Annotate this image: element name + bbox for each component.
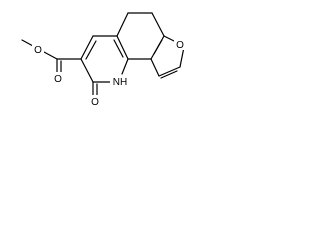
furan-oxygen-label: O	[176, 40, 184, 51]
atom-ring-nitrogen: NH	[110, 75, 130, 88]
ester-ether-oxygen-label: O	[34, 45, 42, 56]
ring-nitrogen-label: NH	[113, 77, 127, 88]
bond-c3-c2	[80, 58, 94, 83]
atom-lactam-oxygen: O	[89, 95, 101, 108]
bond-c5-c5a	[151, 12, 165, 37]
bonds	[21, 12, 185, 98]
bond-c2-c3-inner	[160, 70, 178, 79]
bond-c2-c3	[158, 66, 181, 77]
atom-labels: O O O O NH	[32, 38, 186, 108]
atom-furan-oxygen: O	[174, 38, 186, 51]
bond-cester-o-ether	[43, 51, 58, 60]
chemical-structure-drawing: O O O O NH	[21, 12, 186, 108]
atom-ester-ether-oxygen: O	[32, 43, 44, 56]
bond-c4ring-c3	[80, 35, 94, 60]
lactam-oxygen-label: O	[91, 97, 99, 108]
bond-n-c9a	[121, 58, 129, 75]
bond-o-c2	[179, 46, 185, 68]
bond-c4-c3a	[116, 12, 129, 37]
bond-c9a-c3a-inner	[113, 39, 124, 58]
bond-c3a-c9a	[116, 35, 129, 60]
bond-c9b-c5a-inner	[153, 39, 163, 55]
ester-carbonyl-oxygen-label: O	[54, 74, 62, 85]
bond-c3-c9b	[150, 58, 160, 77]
atom-ester-carbonyl-oxygen: O	[52, 72, 64, 85]
bond-o-methyl	[21, 39, 34, 47]
bond-c4ring-c3-inner	[85, 40, 97, 60]
